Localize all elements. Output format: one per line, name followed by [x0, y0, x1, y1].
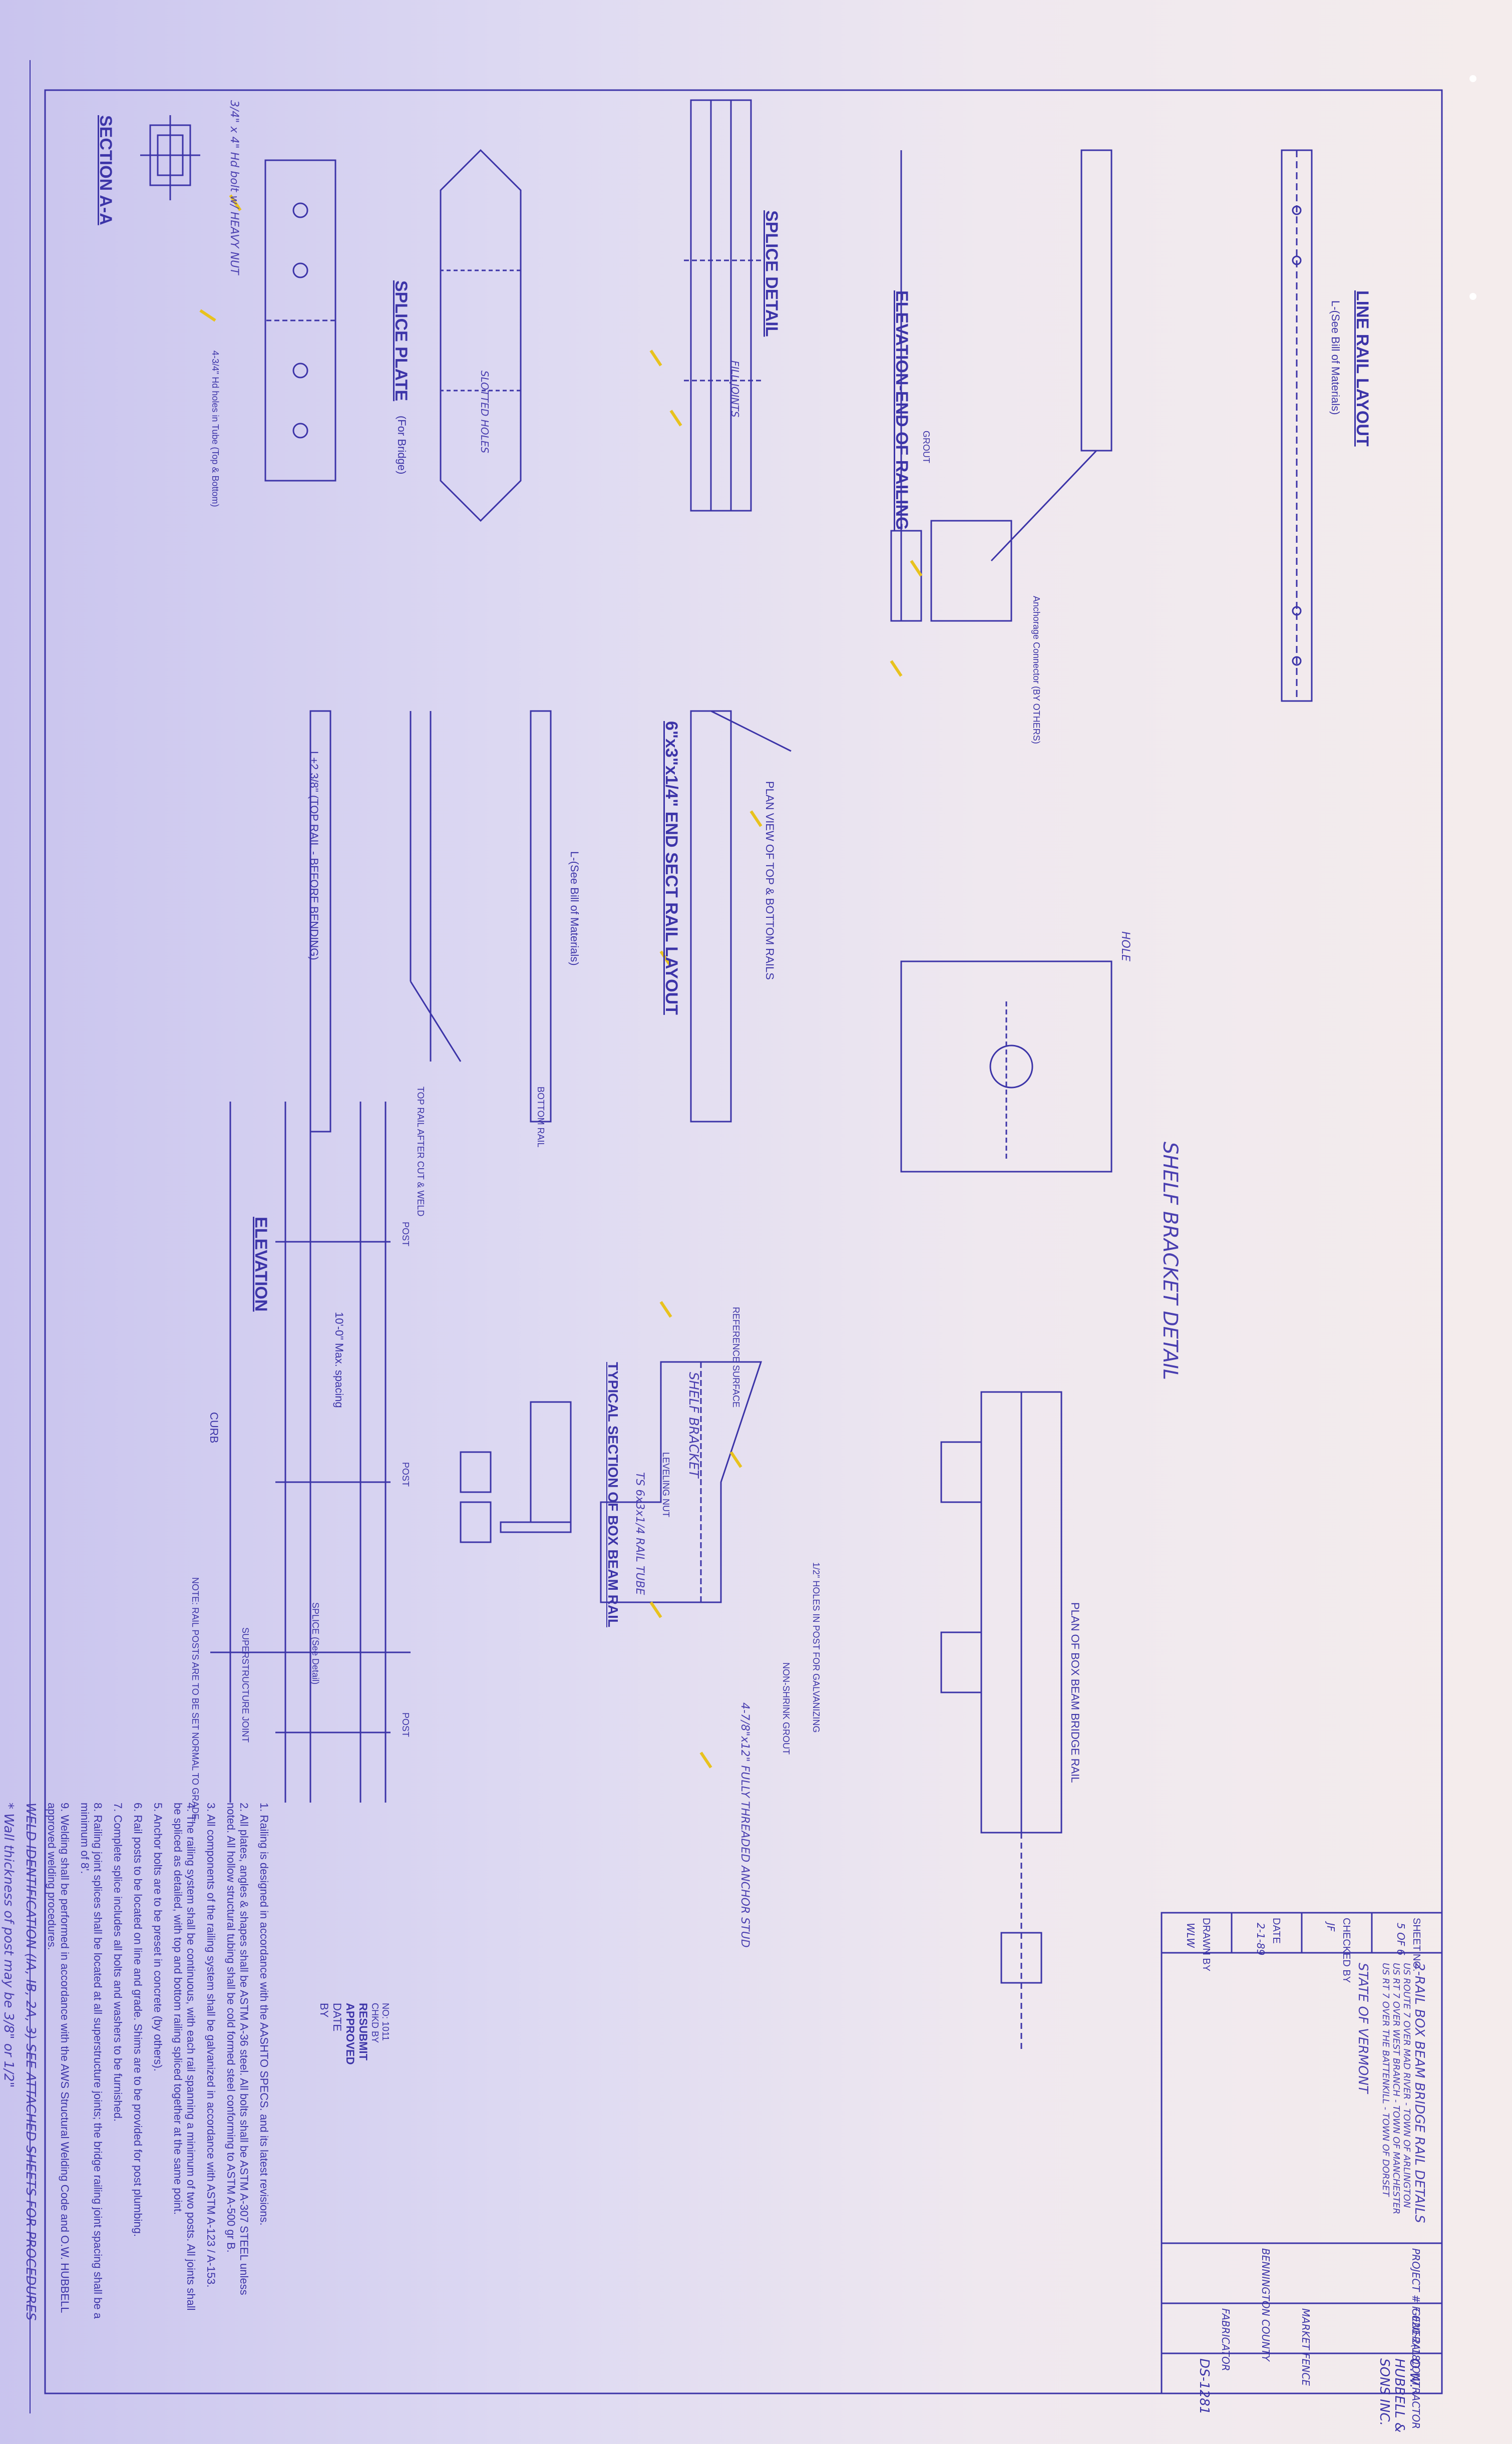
tb-date: 2-1-89	[1255, 1923, 1267, 1956]
tb-drawing-number: DS-1281	[1197, 2358, 1212, 2415]
elevation-view	[210, 1102, 411, 1803]
grout-label: GROUT	[921, 431, 931, 463]
tb-desc4: US RT 7 OVER THE BATTENKILL - TOWN OF DO…	[1380, 1963, 1391, 2197]
splice-plate-subtitle: (For Bridge)	[396, 416, 408, 475]
stamp-line2: CHKD BY	[370, 2003, 380, 2043]
punch-hole	[1469, 75, 1476, 82]
min-spacing-label: 10'-0" Max. spacing	[333, 1312, 345, 1408]
plan-box-title: PLAN OF BOX BEAM BRIDGE RAIL	[1069, 1602, 1081, 1783]
post-label-3: POST	[401, 1712, 411, 1737]
tb-sheet: 5 OF 6	[1395, 1923, 1407, 1956]
splice-plate-title: SPLICE PLATE	[392, 280, 411, 402]
line-rail-view	[1281, 149, 1313, 702]
tb-date-label: DATE	[1271, 1918, 1282, 1944]
typical-section-view	[460, 1361, 763, 1603]
stamp-line1: NO: 1011	[381, 2003, 391, 2041]
bottom-rail-label: BOTTOM RAIL	[536, 1087, 546, 1148]
tb-desc1: 2-RAIL BOX BEAM BRIDGE RAIL DETAILS	[1412, 1963, 1427, 2223]
tb-checked: JF	[1325, 1923, 1337, 1932]
curb-label: CURB	[208, 1412, 220, 1444]
tb-drawn-by-label: DRAWN BY	[1201, 1918, 1212, 1972]
general-notes: 1. Railing is designed in accordance wit…	[1, 1803, 270, 2323]
holes-galv-label: 1/2" HOLES IN POST FOR GALVANIZING	[811, 1562, 821, 1733]
tb-desc2: US ROUTE 7 OVER MAD RIVER - TOWN OF ARLI…	[1401, 1963, 1412, 2208]
highlighter-marks	[199, 194, 923, 1769]
note-2: 2. All plates, angles & shapes shall be …	[225, 1803, 250, 2295]
title-block-lines	[1161, 1912, 1443, 2394]
hole-label: HOLE	[1119, 931, 1131, 962]
note-weld-id: WELD IDENTIFICATION (IA, IB, 2A, 3) SEE …	[23, 1803, 38, 2321]
splice-plate-view	[264, 149, 522, 522]
tb-fence: MARKET FENCE	[1300, 2308, 1312, 2386]
splice-detail-title: SPLICE DETAIL	[762, 210, 781, 337]
stamp-approved: APPROVED	[344, 2003, 356, 2065]
tube-label: TS 6x3x1/4 RAIL TUBE	[633, 1472, 646, 1595]
sheet-border	[44, 89, 1443, 2394]
post-label-2: POST	[401, 1462, 411, 1487]
note-5: 5. Anchor bolts are to be preset in conc…	[152, 1803, 164, 2071]
leveling-nut-label: LEVELING NUT	[661, 1452, 671, 1518]
bill-materials-label: L-(See Bill of Materials)	[568, 851, 581, 966]
line-rail-bill-label: L-(See Bill of Materials)	[1329, 300, 1342, 415]
non-shrink-label: NON-SHRINK GROUT	[781, 1662, 791, 1755]
tb-desc3: US RT 7 OVER WEST BRANCH - TOWN OF MANCH…	[1391, 1963, 1401, 2215]
fill-joints-label: FILL JOINTS	[729, 361, 741, 418]
shelf-bracket-title: SHELF BRACKET DETAIL	[1159, 1142, 1182, 1380]
approval-stamp: NO: 1011 CHKD BY RESUBMIT APPROVED DATE …	[317, 2003, 391, 2163]
slotted-label: SLOTTED HOLES	[479, 371, 491, 454]
anchor-studs-label: 4-7/8"x12" FULLY THREADED ANCHOR STUD	[738, 1702, 751, 1948]
tb-drawn-by: WLW	[1185, 1923, 1197, 1948]
tb-fabricator: FABRICATOR	[1220, 2308, 1232, 2371]
shelf-bracket-view	[900, 960, 1112, 1173]
tb-county: BENNINGTON COUNTY	[1260, 2248, 1272, 2361]
section-aa-view	[140, 115, 200, 200]
superstructure-label: SUPERSTRUCTURE JOINT	[240, 1627, 250, 1743]
tb-description: 2-RAIL BOX BEAM BRIDGE RAIL DETAILS US R…	[1355, 1963, 1427, 2233]
rail-posts-note: NOTE: RAIL POSTS ARE TO BE SET NORMAL TO…	[190, 1577, 200, 1823]
splice-detail-view	[681, 99, 761, 512]
tb-state: STATE OF VERMONT	[1355, 1963, 1370, 2093]
section-aa-title: SECTION A-A	[96, 115, 115, 225]
elevation-end-title: ELEVATION-END OF RAILING	[892, 290, 911, 530]
top-rail-bending-label: L+2 3/8" (TOP RAIL - BEFORE BENDING)	[308, 751, 320, 960]
tb-company: O.W. HUBBELL & SONS INC.	[1377, 2358, 1422, 2433]
line-rail-title: LINE RAIL LAYOUT	[1353, 290, 1372, 447]
punch-hole	[1469, 293, 1476, 300]
note-6: 6. Rail posts to be located on line and …	[132, 1803, 144, 2237]
plan-view-rails-label: PLAN VIEW OF TOP & BOTTOM RAILS	[764, 781, 776, 980]
typical-section-title: TYPICAL SECTION OF BOX BEAM RAIL	[605, 1362, 621, 1627]
note-7: 7. Complete splice includes all bolts an…	[112, 1803, 124, 2122]
post-label-1: POST	[401, 1222, 411, 1247]
elevation-title: ELEVATION	[251, 1217, 270, 1312]
note-9: 9. Welding shall be performed in accorda…	[46, 1803, 71, 2313]
end-sect-title: 6"x3"x1/4" END SECT RAIL LAYOUT	[662, 721, 681, 1015]
twist-bolt-label: 3/4" x 4" Hd bolt w/ HEAVY NUT	[228, 100, 240, 275]
elevation-end-view	[890, 149, 1112, 622]
note-1: 1. Railing is designed in accordance wit…	[258, 1803, 270, 2226]
reference-surface-label: REFERENCE SURFACE	[731, 1307, 741, 1408]
plan-box-beam-view	[940, 1391, 1062, 2053]
tube-top-bottom-label: 4-3/4" Hd holes in Tube (Top & Bottom)	[210, 351, 220, 507]
anchorage-label: Anchorage Connector (BY OTHERS)	[1031, 596, 1041, 744]
stamp-by: BY	[318, 2003, 330, 2018]
note-8: 8. Railing joint splices shall be locate…	[79, 1803, 104, 2319]
top-rail-after-label: TOP RAIL AFTER CUT & WELD	[416, 1087, 426, 1217]
tb-checked-label: CHECKED BY	[1341, 1918, 1352, 1983]
stamp-date: DATE	[331, 2003, 343, 2032]
note-wall-thickness: * Wall thickness of post may be 3/8" or …	[1, 1803, 16, 2088]
stamp-resubmit: RESUBMIT	[357, 2003, 369, 2060]
note-3: 3. All components of the railing system …	[205, 1803, 217, 2288]
note-4: 4. The railing system shall be continuou…	[172, 1803, 197, 2311]
splice-see-detail-label: SPLICE (See Detail)	[310, 1602, 320, 1685]
end-sect-rail-view	[309, 710, 792, 1133]
shelf-bracket-label: SHELF BRACKET	[686, 1372, 701, 1478]
